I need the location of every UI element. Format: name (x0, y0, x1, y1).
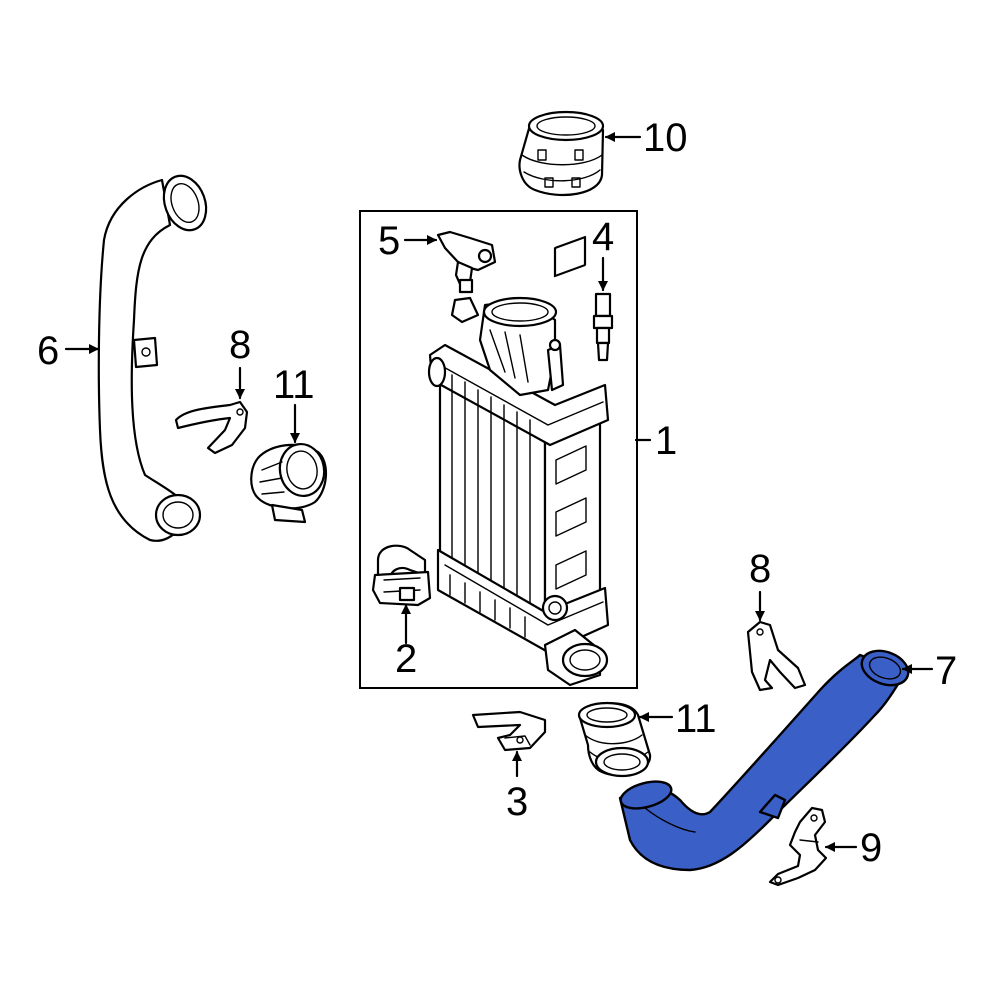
clip-part-left[interactable] (174, 400, 249, 455)
callout-6: 6 (37, 329, 59, 373)
callout-11-right: 11 (675, 697, 717, 741)
callout-11-left: 11 (273, 363, 315, 407)
sensor-part[interactable] (592, 292, 614, 362)
callout-8-left: 8 (229, 323, 251, 367)
intake-pipe-part[interactable] (97, 170, 214, 542)
pressure-sensor-part[interactable] (436, 230, 497, 294)
coupler-part-left[interactable] (250, 441, 328, 524)
insulator-part[interactable] (371, 544, 432, 607)
callout-7: 7 (935, 649, 957, 693)
charge-pipe-part-highlighted[interactable] (618, 645, 913, 872)
assembly-box (359, 210, 638, 689)
clip-part-right[interactable] (746, 620, 807, 692)
coupler-part-right[interactable] (577, 701, 652, 778)
callout-2: 2 (395, 637, 417, 681)
intercooler-part[interactable] (427, 235, 610, 687)
callout-8-right: 8 (749, 547, 771, 591)
callout-9: 9 (860, 826, 882, 870)
callout-5: 5 (378, 219, 400, 263)
coupler-part-top[interactable] (518, 110, 605, 197)
mount-bracket-part[interactable] (768, 806, 828, 887)
callout-1: 1 (655, 419, 677, 463)
callout-3: 3 (506, 780, 528, 824)
callout-4: 4 (592, 215, 614, 259)
callout-10: 10 (643, 116, 688, 160)
bracket-part[interactable] (471, 710, 547, 752)
